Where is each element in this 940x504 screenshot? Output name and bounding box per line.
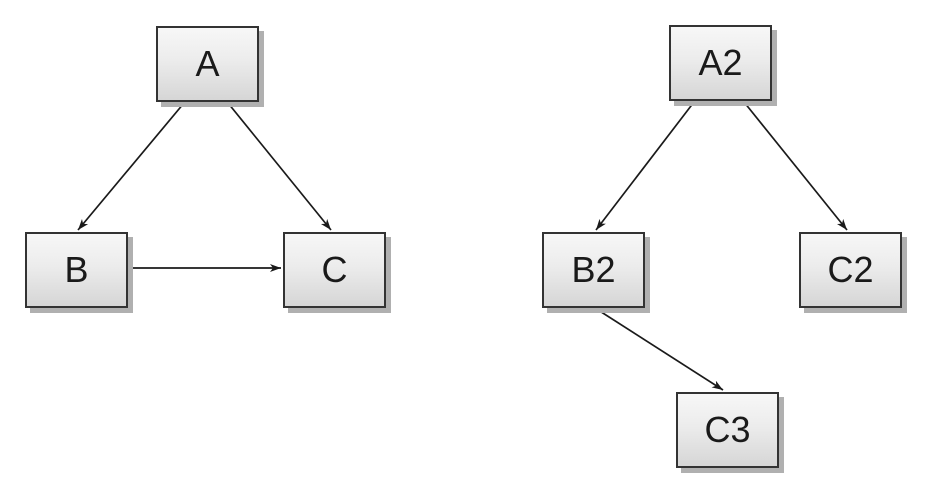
node-B[interactable]: B <box>25 232 128 308</box>
edge-A2-C2[interactable] <box>743 101 848 231</box>
node-label-C3: C3 <box>704 409 751 450</box>
node-C[interactable]: C <box>283 232 386 308</box>
node-label-B: B <box>64 249 89 290</box>
node-label-C: C <box>321 249 348 290</box>
node-label-A: A <box>195 43 220 84</box>
node-C3[interactable]: C3 <box>676 392 779 468</box>
edge-A-C[interactable] <box>227 102 332 231</box>
node-label-C2: C2 <box>827 249 874 290</box>
edge-A2-B2[interactable] <box>595 101 695 231</box>
node-C2[interactable]: C2 <box>799 232 902 308</box>
node-A[interactable]: A <box>156 26 259 102</box>
node-A2[interactable]: A2 <box>669 25 772 101</box>
node-label-A2: A2 <box>698 42 743 83</box>
node-label-B2: B2 <box>571 249 616 290</box>
edge-B2-C3[interactable] <box>594 307 724 391</box>
node-B2[interactable]: B2 <box>542 232 645 308</box>
edge-A-B[interactable] <box>77 102 185 231</box>
